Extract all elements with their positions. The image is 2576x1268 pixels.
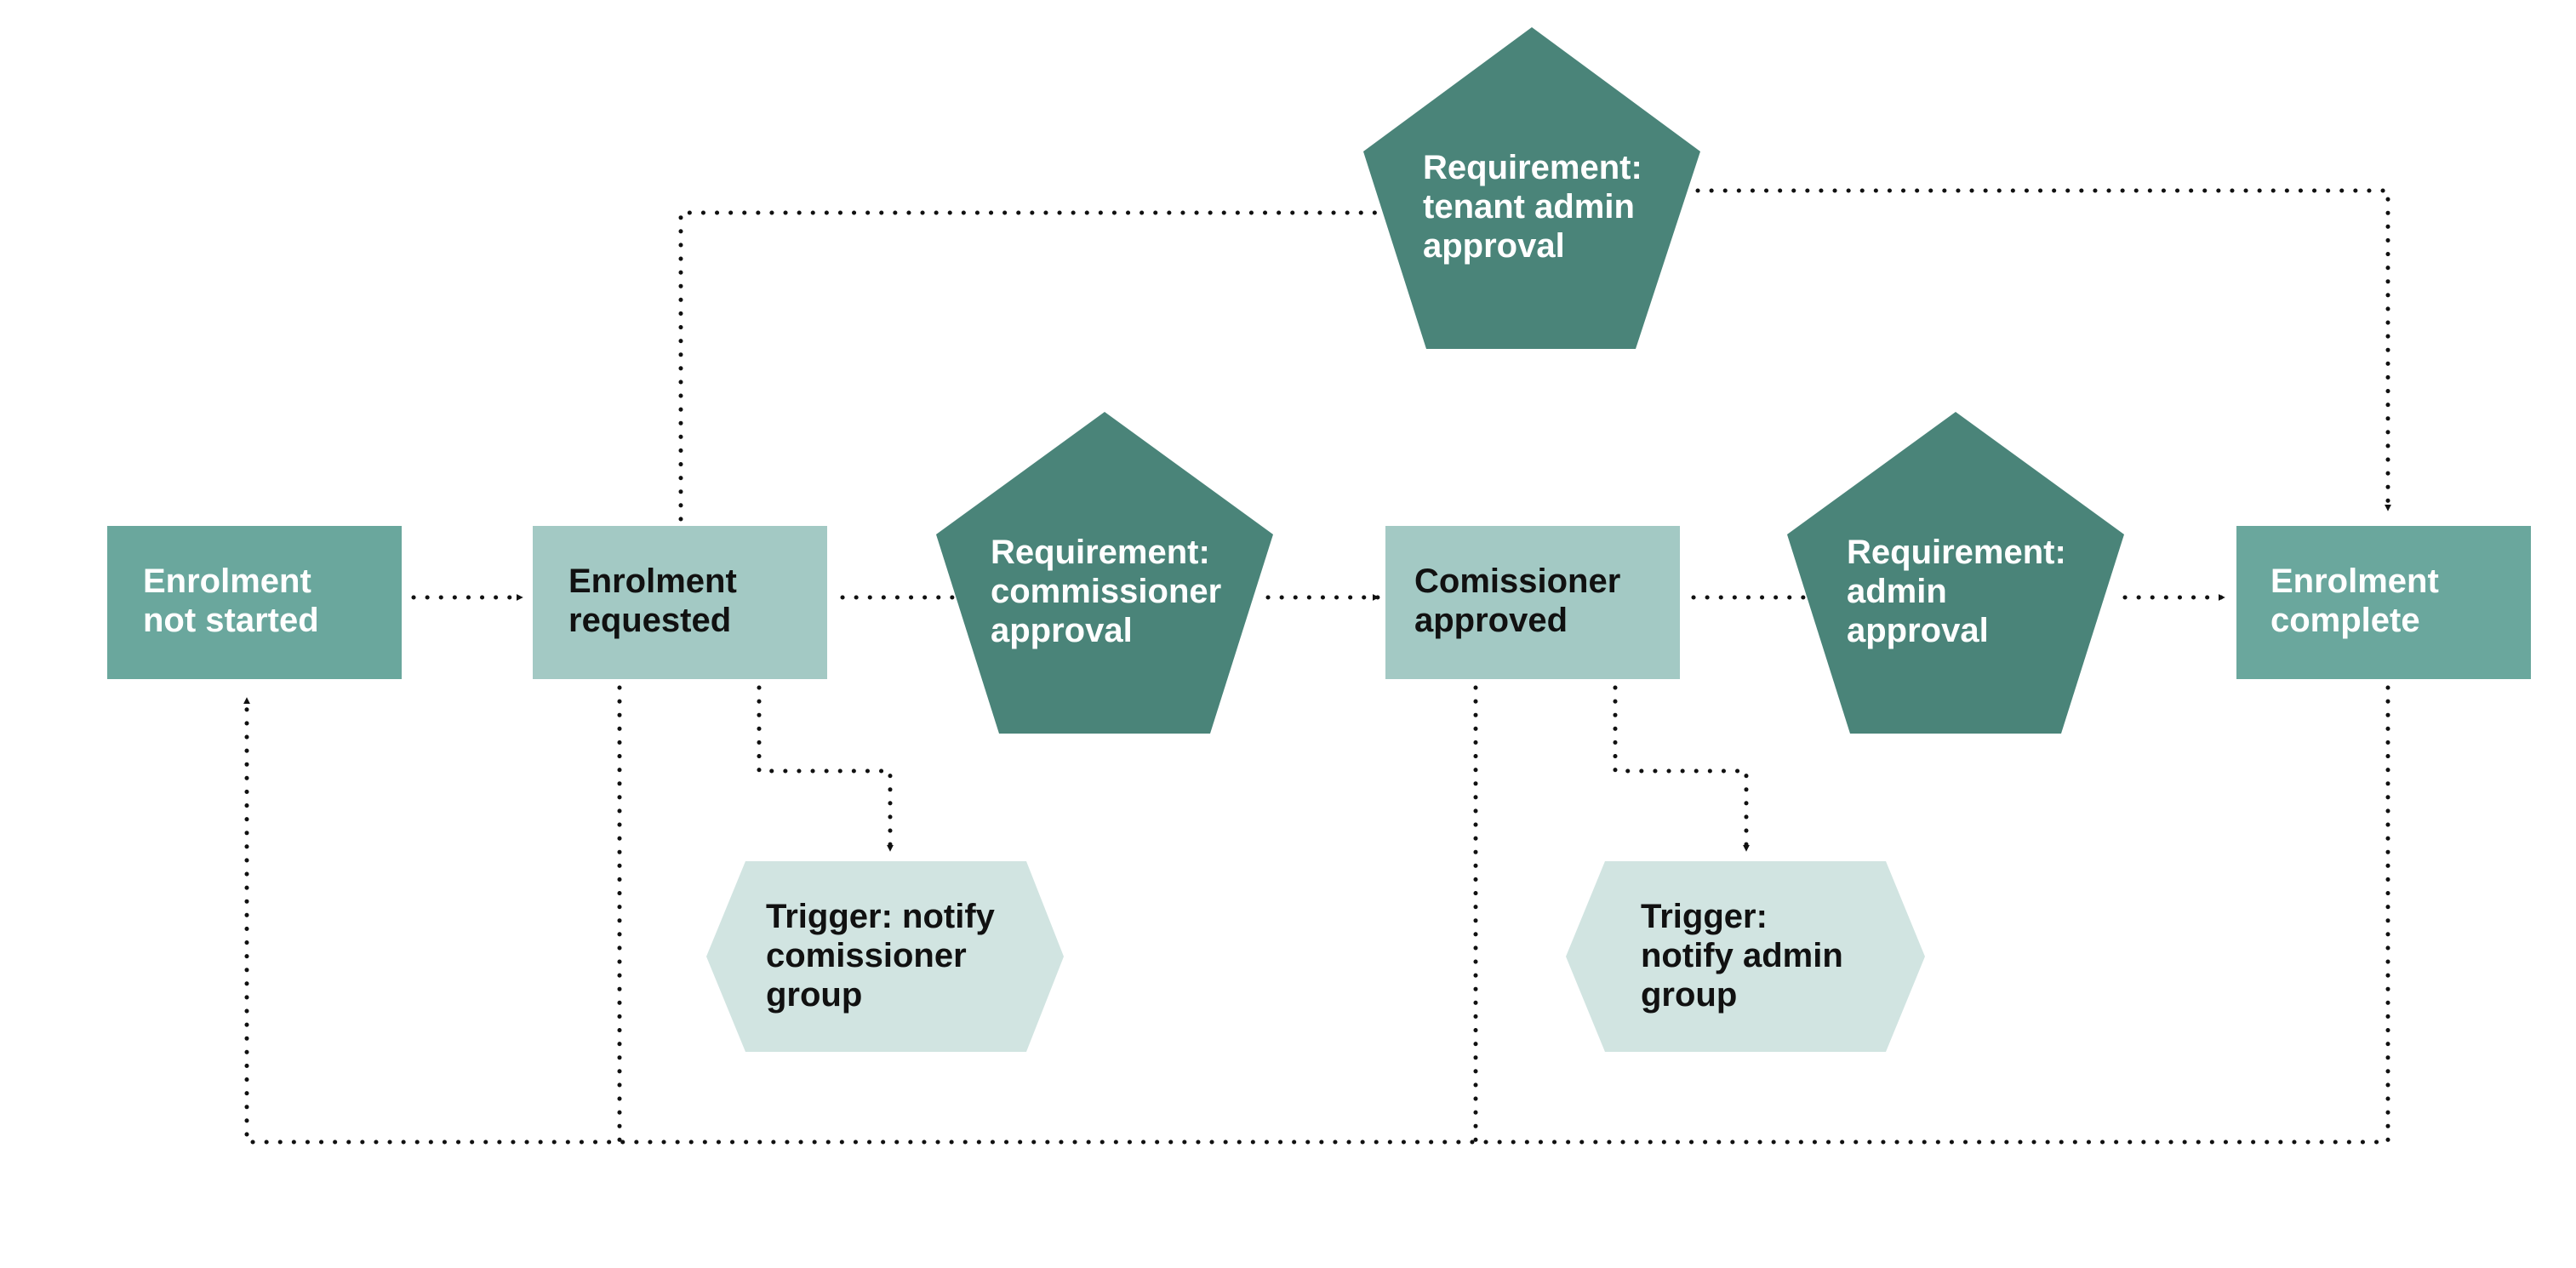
svg-text:Trigger: notify admin: Trigger: notify admin group <box>1641 898 1853 1014</box>
connector-requested-to-tenant-admin-requirement <box>678 210 1378 522</box>
connectors <box>243 188 2391 1145</box>
node-label-line: approval <box>991 612 1133 649</box>
node-enrolment-not-started: Enrolment not started <box>107 526 402 679</box>
node-label-line: Requirement: <box>1423 149 1642 186</box>
node-label-line: Requirement: <box>1847 534 2066 571</box>
requirement-pentagon <box>1787 412 2124 734</box>
node-label-line: admin <box>1847 573 1947 610</box>
node-label-line: Trigger: notify <box>766 898 996 935</box>
svg-text:Requirement: tenant ad: Requirement: tenant admin approval <box>1423 149 1652 265</box>
node-enrolment-complete: Enrolment complete <box>2236 526 2531 679</box>
node-requirement-admin-approval: Requirement: admin approval <box>1787 412 2124 734</box>
svg-text:Enrolment requested: Enrolment requested <box>568 563 746 639</box>
node-label-line: notify admin <box>1641 937 1843 974</box>
connector-reset-bottom-line <box>243 685 2390 1145</box>
node-label-line: commissioner <box>991 573 1221 610</box>
node-label-line: Enrolment <box>568 563 737 600</box>
node-label-line: Requirement: <box>991 534 1210 571</box>
connector-requested-to-trigger-commissioner <box>757 685 894 854</box>
trigger-hexagon <box>1566 861 1925 1052</box>
svg-text:Enrolment not started: Enrolment not started <box>143 563 321 639</box>
node-requirement-tenant-admin-approval: Requirement: tenant admin approval <box>1363 27 1700 349</box>
svg-text:Comissioner approved: Comissioner approved <box>1414 563 1630 639</box>
svg-text:Requirement: admin: Requirement: admin approval <box>1847 534 2076 649</box>
node-label-line: requested <box>568 602 731 639</box>
node-label-line: approval <box>1847 612 1989 649</box>
state-box <box>533 526 827 679</box>
requirement-pentagon <box>936 412 1273 734</box>
node-label-line: group <box>766 976 862 1014</box>
connector-approved-to-trigger-admin <box>1613 685 1750 854</box>
node-label-line: Trigger: <box>1641 898 1768 935</box>
node-label-line: complete <box>2270 602 2420 639</box>
node-label-line: Enrolment <box>143 563 311 600</box>
svg-text:Trigger: notify comiss: Trigger: notify comissioner group <box>766 898 1004 1014</box>
svg-text:Requirement: commissio: Requirement: commissioner approval <box>991 534 1231 649</box>
connector-tenant-admin-requirement-to-complete <box>1695 188 2391 513</box>
node-enrolment-requested: Enrolment requested <box>533 526 827 679</box>
node-trigger-notify-commissioner-group: Trigger: notify comissioner group <box>706 861 1064 1052</box>
svg-text:Enrolment complete: Enrolment complete <box>2270 563 2448 639</box>
state-box <box>107 526 402 679</box>
node-label-line: Comissioner <box>1414 563 1620 600</box>
requirement-pentagon <box>1363 27 1700 349</box>
node-label-line: group <box>1641 976 1737 1014</box>
node-label-line: Enrolment <box>2270 563 2439 600</box>
state-box <box>2236 526 2531 679</box>
node-label-line: tenant admin <box>1423 188 1635 226</box>
state-box <box>1385 526 1680 679</box>
trigger-hexagon <box>706 861 1064 1052</box>
node-label-line: comissioner <box>766 937 967 974</box>
node-label-line: not started <box>143 602 319 639</box>
node-requirement-commissioner-approval: Requirement: commissioner approval <box>936 412 1273 734</box>
node-trigger-notify-admin-group: Trigger: notify admin group <box>1566 861 1925 1052</box>
node-label-line: approved <box>1414 602 1568 639</box>
node-commissioner-approved: Comissioner approved <box>1385 526 1680 679</box>
node-label-line: approval <box>1423 227 1565 265</box>
